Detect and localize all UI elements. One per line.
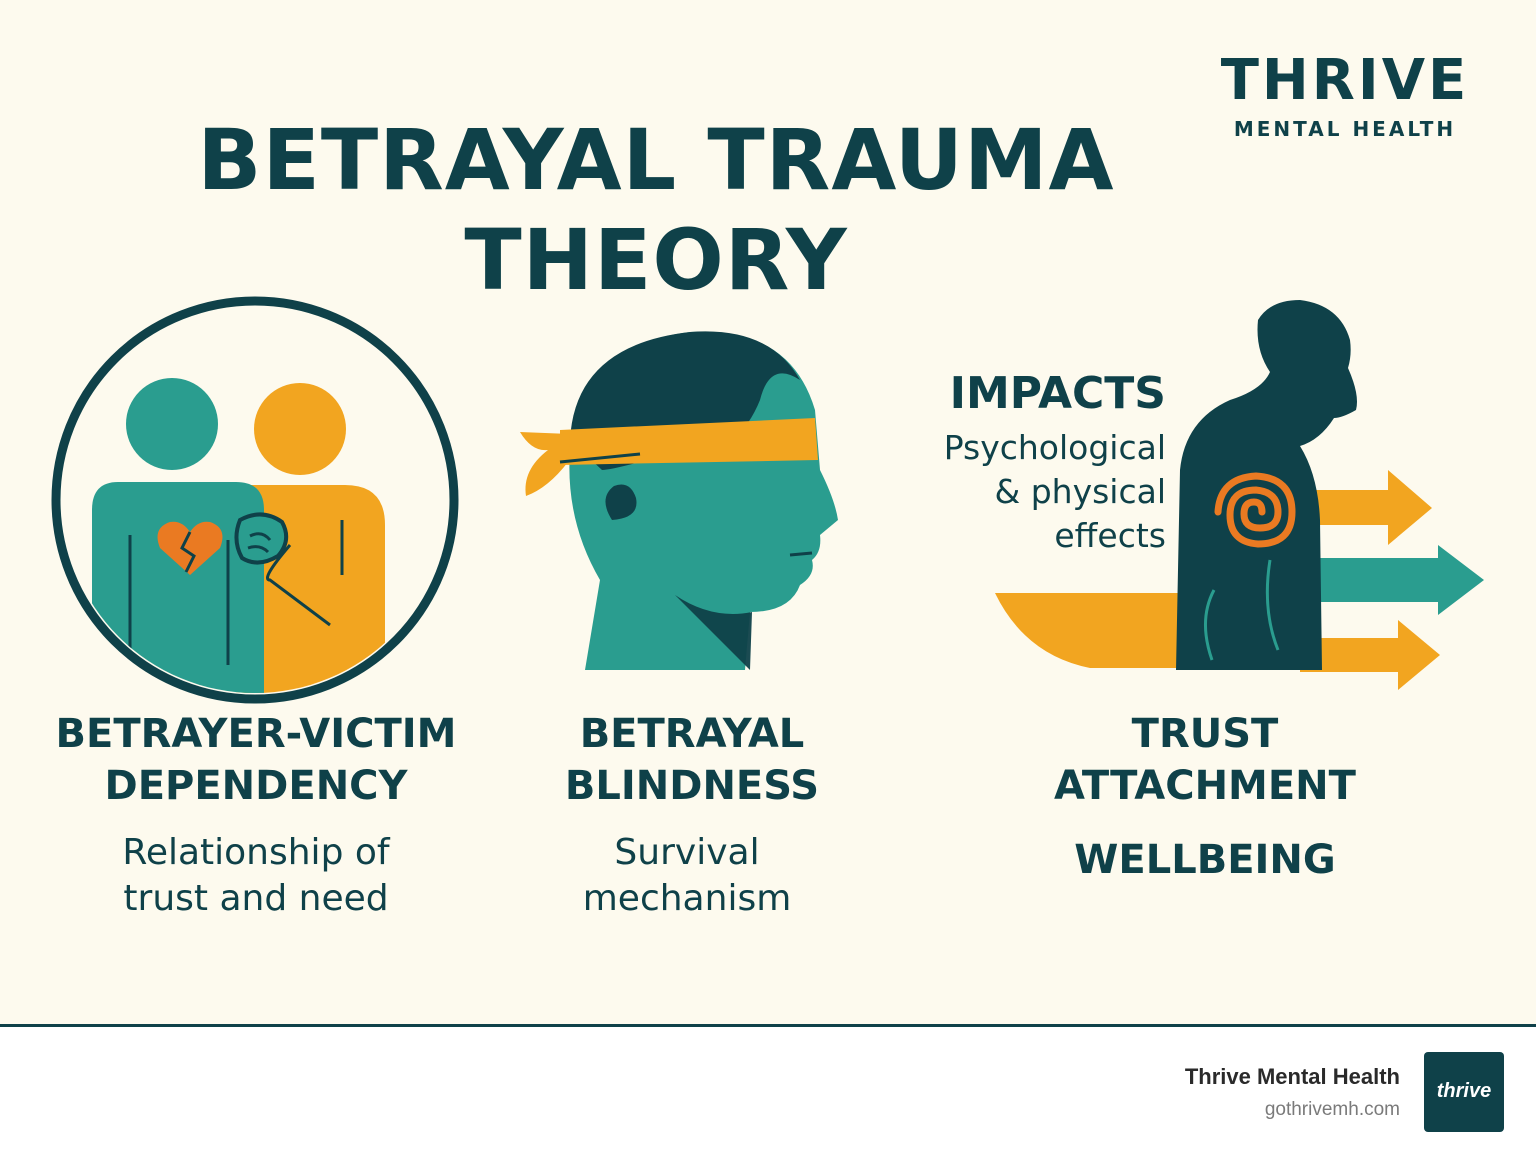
section-1-description: Relationship of trust and need [40, 830, 472, 922]
section-2-description: Survival mechanism [512, 830, 862, 922]
section-3-heading-line-3: WELLBEING [1074, 837, 1336, 883]
impacts-line-2: & physical [994, 472, 1166, 511]
title-line-1: BETRAYAL TRAUMA [197, 111, 1115, 209]
section-1-heading-line-1: BETRAYER-VICTIM [55, 711, 457, 757]
blindfolded-head-icon [520, 331, 838, 670]
footer-divider [0, 1024, 1536, 1027]
section-1-text-line-1: Relationship of [122, 832, 390, 873]
footer-brand-name: Thrive Mental Health [1184, 1064, 1400, 1089]
brand-name: THRIVE [1220, 48, 1470, 113]
impacts-heading: IMPACTS [949, 368, 1166, 419]
impacts-description: Psychological & physical effects [900, 426, 1166, 558]
section-2-heading-line-1: BETRAYAL [579, 711, 805, 757]
illustrations [51, 296, 1484, 704]
section-2-heading: BETRAYAL BLINDNESS [512, 708, 872, 812]
page-title: BETRAYAL TRAUMA THEORY [150, 110, 1162, 310]
footer-logo-text: thrive [1436, 1080, 1492, 1102]
section-2-text-line-2: mechanism [582, 878, 792, 919]
section-3-heading-line-2: ATTACHMENT [1054, 763, 1356, 809]
impacts-line-3: effects [1054, 516, 1166, 555]
footer-url[interactable]: gothrivemh.com [1264, 1099, 1400, 1120]
section-3-heading-line-1: TRUST [1131, 711, 1279, 757]
section-1-heading-line-2: DEPENDENCY [104, 763, 408, 809]
section-2-heading-line-2: BLINDNESS [564, 763, 820, 809]
two-people-broken-heart-icon [51, 296, 459, 704]
impacts-line-1: Psychological [943, 428, 1166, 467]
section-3-heading: TRUST ATTACHMENT WELLBEING [1005, 708, 1405, 886]
brand-tagline: MENTAL HEALTH [1233, 117, 1457, 141]
person-silhouette-spiral-icon [995, 300, 1484, 690]
section-1-text-line-2: trust and need [123, 878, 389, 919]
section-2-text-line-1: Survival [614, 832, 760, 873]
section-1-heading: BETRAYER-VICTIM DEPENDENCY [40, 708, 472, 812]
footer-logo: thrive [1424, 1052, 1504, 1132]
title-line-2: THEORY [464, 211, 848, 309]
